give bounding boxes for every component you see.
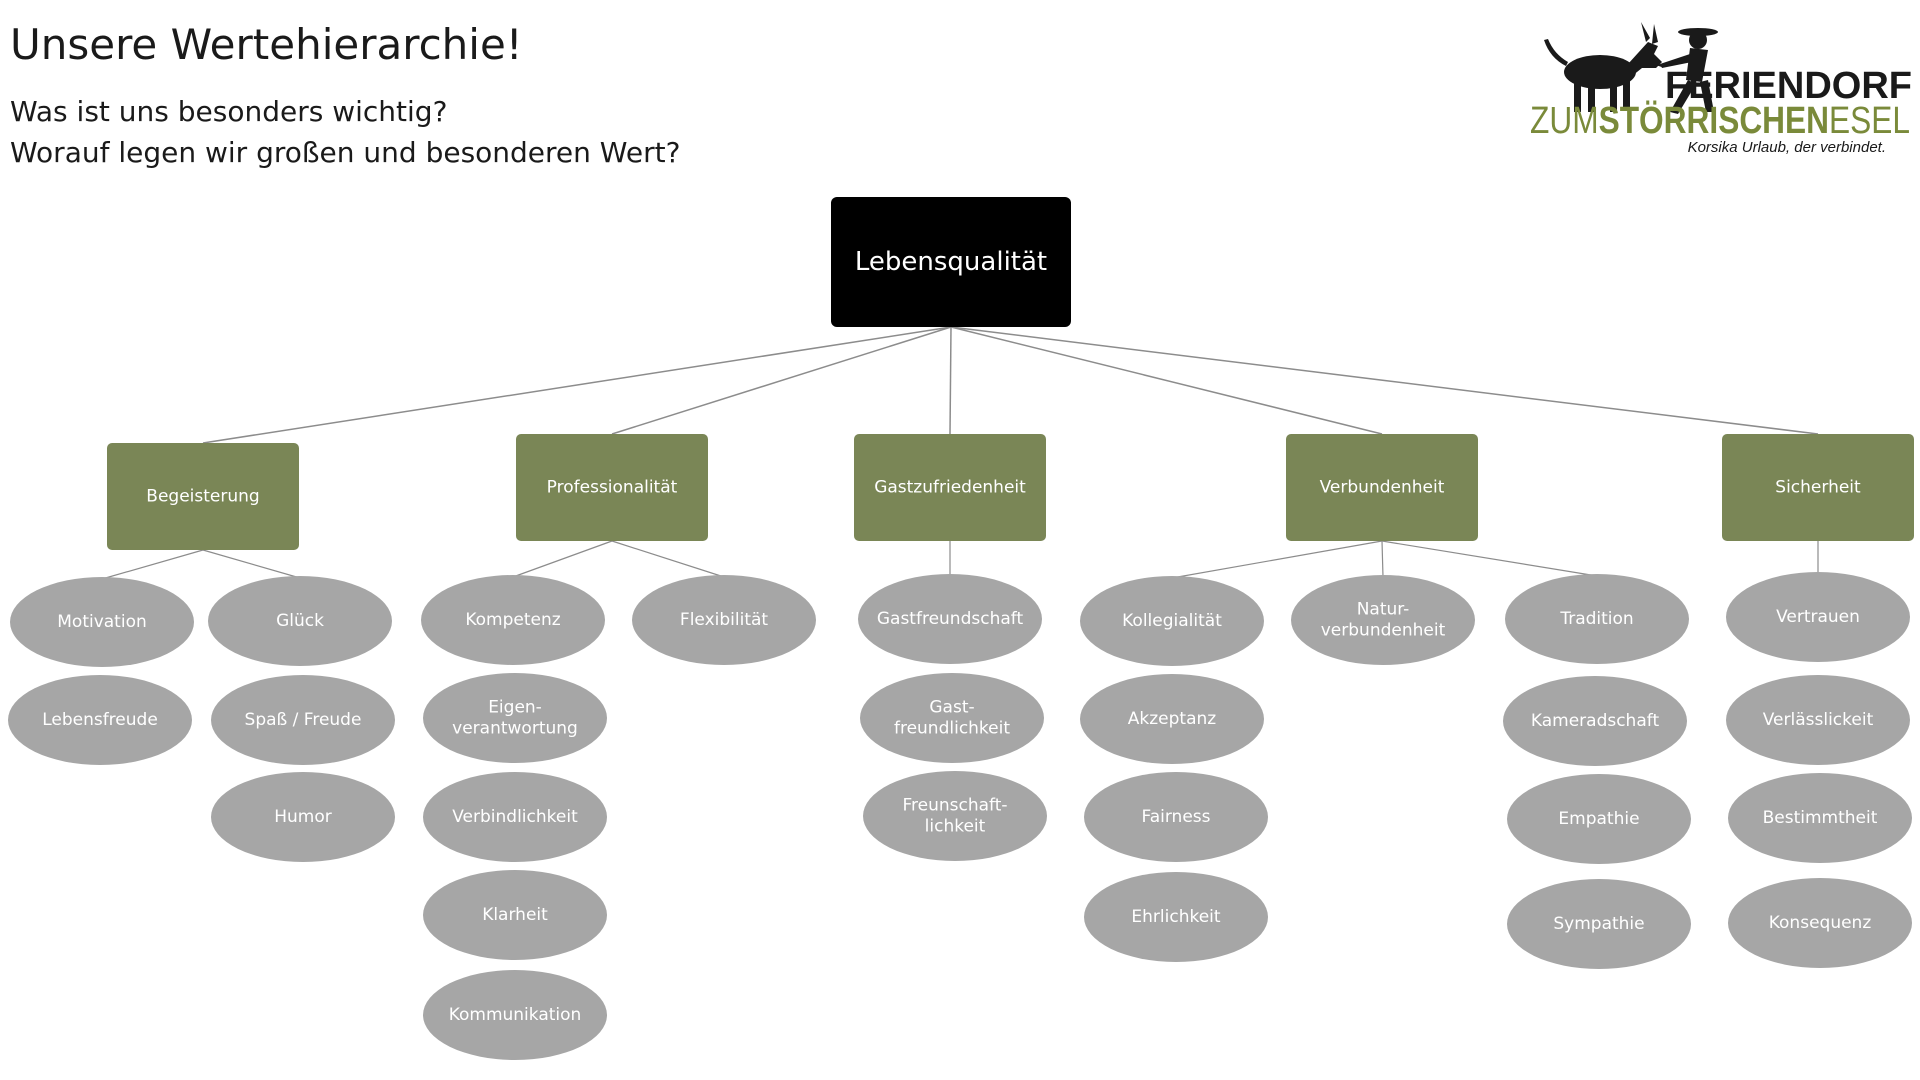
value-ellipse-eigen-verantwortung [423, 673, 607, 763]
value-label-motivation: Motivation [57, 612, 147, 632]
connector-root-to-begeisterung [202, 326, 952, 444]
subtitle-question-2: Worauf legen wir großen und besonderen W… [10, 136, 681, 169]
value-label-akzeptanz: Akzeptanz [1128, 709, 1217, 729]
value-ellipse-tradition [1505, 574, 1689, 664]
value-label-gast-freundlichkeit: Gast-freundlichkeit [894, 698, 1010, 739]
value-label-konsequenz: Konsequenz [1769, 913, 1872, 933]
category-box-sicherheit [1722, 434, 1914, 541]
value-label-kommunikation: Kommunikation [449, 1005, 582, 1025]
value-ellipse-verbindlichkeit [423, 772, 607, 862]
value-label-tradition: Tradition [1559, 609, 1633, 629]
value-label-vertrauen: Vertrauen [1776, 607, 1860, 627]
connector-verbundenheit-to-leaf [1381, 540, 1598, 577]
value-ellipse-verlaesslickeit [1726, 675, 1910, 765]
value-label-freunschaft-lichkeit: Freunschaft-lichkeit [902, 796, 1007, 837]
category-box-begeisterung [107, 443, 299, 550]
category-label-begeisterung: Begeisterung [146, 487, 259, 507]
root-node-box [831, 197, 1071, 327]
connector-root-to-sicherheit [950, 326, 1819, 435]
value-ellipse-akzeptanz [1080, 674, 1264, 764]
value-ellipse-fairness [1084, 772, 1268, 862]
category-label-verbundenheit: Verbundenheit [1320, 478, 1445, 498]
value-label-natur-verbundenheit: Natur-verbundenheit [1321, 600, 1446, 641]
value-ellipse-ehrlichkeit [1084, 872, 1268, 962]
value-ellipse-spass-freude [211, 675, 395, 765]
value-label-humor: Humor [274, 807, 332, 827]
value-label-kameradschaft: Kameradschaft [1531, 711, 1660, 731]
connector-verbundenheit-to-leaf [1381, 540, 1384, 578]
value-label-empathie: Empathie [1558, 809, 1639, 829]
value-ellipse-freunschaft-lichkeit [863, 771, 1047, 861]
value-ellipse-kommunikation [423, 970, 607, 1060]
category-label-sicherheit: Sicherheit [1775, 478, 1861, 498]
rope-icon [1655, 63, 1663, 67]
feriendorf-logo: FERIENDORF ZUMSTÖRRISCHENESEL Korsika Ur… [1530, 22, 1912, 156]
value-ellipse-flexibilitaet [632, 575, 816, 665]
category-label-gastzufriedenheit: Gastzufriedenheit [874, 478, 1026, 498]
root-node-label: Lebensqualität [855, 247, 1047, 277]
value-label-bestimmtheit: Bestimmtheit [1763, 808, 1878, 828]
connector-professionalitaet-to-leaf [611, 540, 725, 578]
category-box-professionalitaet [516, 434, 708, 541]
value-label-verlaesslickeit: Verlässlickeit [1763, 710, 1874, 730]
value-ellipse-gastfreundschaft [858, 574, 1042, 664]
value-ellipse-sympathie [1507, 879, 1691, 969]
value-label-fairness: Fairness [1142, 807, 1211, 827]
category-label-professionalitaet: Professionalität [547, 478, 678, 498]
value-ellipse-vertrauen [1726, 572, 1910, 662]
logo-tagline: Korsika Urlaub, der verbindet. [1688, 139, 1886, 156]
value-label-sympathie: Sympathie [1553, 914, 1644, 934]
value-ellipse-kompetenz [421, 575, 605, 665]
value-ellipse-bestimmtheit [1728, 773, 1912, 863]
value-ellipse-lebensfreude [8, 675, 192, 765]
donkey-icon [1544, 22, 1662, 112]
connector-begeisterung-to-leaf [101, 549, 204, 580]
connector-root-to-gastzufriedenheit [949, 326, 952, 435]
logo-word-esel: ESEL [1829, 100, 1910, 142]
value-label-flexibilitaet: Flexibilität [680, 610, 768, 630]
connector-begeisterung-to-leaf [202, 549, 301, 579]
value-ellipse-humor [211, 772, 395, 862]
category-box-gastzufriedenheit [854, 434, 1046, 541]
value-ellipse-gast-freundlichkeit [860, 673, 1044, 763]
value-ellipse-glueck [208, 576, 392, 666]
value-label-verbindlichkeit: Verbindlichkeit [452, 807, 578, 827]
value-label-kompetenz: Kompetenz [465, 610, 560, 630]
value-label-spass-freude: Spaß / Freude [245, 710, 362, 730]
value-ellipse-natur-verbundenheit [1291, 575, 1475, 665]
value-ellipse-klarheit [423, 870, 607, 960]
value-ellipse-empathie [1507, 774, 1691, 864]
value-label-kollegialitaet: Kollegialität [1122, 611, 1222, 631]
value-ellipse-konsequenz [1728, 878, 1912, 968]
category-box-verbundenheit [1286, 434, 1478, 541]
value-label-glueck: Glück [276, 611, 324, 631]
man-figure-icon [1660, 28, 1718, 114]
value-label-gastfreundschaft: Gastfreundschaft [877, 609, 1024, 629]
connector-professionalitaet-to-leaf [512, 540, 613, 578]
connector-root-to-verbundenheit [950, 326, 1383, 435]
subtitle-question-1: Was ist uns besonders wichtig? [10, 95, 448, 128]
connector-lines [101, 326, 1819, 580]
value-label-klarheit: Klarheit [482, 905, 548, 925]
value-ellipse-motivation [10, 577, 194, 667]
connector-root-to-professionalitaet [611, 326, 952, 435]
value-label-ehrlichkeit: Ehrlichkeit [1131, 907, 1220, 927]
page-title: Unsere Wertehierarchie! [10, 20, 523, 69]
logo-word-zum-stoerrischen-esel: ZUMSTÖRRISCHENESEL [1530, 99, 1910, 142]
value-label-eigen-verantwortung: Eigen-verantwortung [452, 698, 578, 739]
logo-word-zum: ZUM [1530, 100, 1599, 142]
connector-verbundenheit-to-leaf [1171, 540, 1383, 579]
logo-word-feriendorf: FERIENDORF [1665, 65, 1912, 107]
value-ellipse-kameradschaft [1503, 676, 1687, 766]
value-label-lebensfreude: Lebensfreude [42, 710, 158, 730]
value-ellipse-kollegialitaet [1080, 576, 1264, 666]
diagram-nodes [8, 197, 1914, 1060]
logo-word-stoerrischen: STÖRRISCHEN [1599, 99, 1829, 142]
